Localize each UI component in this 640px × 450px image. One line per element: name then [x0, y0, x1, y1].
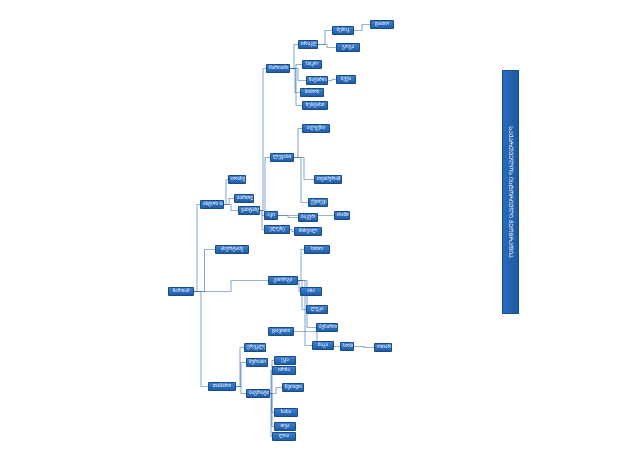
map-node-c28[interactable]: დათო — [370, 20, 394, 29]
map-node-a3[interactable]: ბართლ — [234, 194, 254, 203]
map-node-c26[interactable]: გოგა — [336, 43, 360, 52]
map-node-c18[interactable]: ეკა — [274, 356, 296, 365]
map-node-c21[interactable]: ნანა — [274, 408, 298, 417]
map-node-a5[interactable]: ასურტაძე — [215, 245, 249, 254]
connector-b3-c11 — [278, 215, 298, 218]
map-node-c10[interactable]: თამთა — [334, 211, 350, 220]
map-node-c4[interactable]: ზაქარია — [306, 76, 328, 85]
map-node-a4[interactable]: ვახტანგ — [238, 206, 260, 215]
map-node-c3[interactable]: ნიკო — [302, 60, 322, 69]
map-node-b9[interactable]: ბაგრატი — [246, 389, 270, 398]
map-node-c25[interactable]: ოთარ — [374, 343, 392, 352]
map-node-c16[interactable]: ბესარიონ — [316, 323, 338, 332]
map-node-c13[interactable]: ნინო — [304, 245, 330, 254]
map-node-b5[interactable]: გიორგი — [268, 276, 298, 285]
connector-b9-c20 — [270, 387, 282, 394]
side-title-banner: ᲡᲐᲥᲐᲠᲗᲕᲔᲚᲝᲡ ᲘᲡᲢᲝᲠᲘᲣᲚᲘ ᲒᲔᲝᲒᲠᲐᲤᲘᲐ — [502, 70, 519, 314]
map-node-c9[interactable]: ქეთევანი — [308, 198, 328, 207]
connector-a2-a4 — [224, 204, 238, 211]
connector-b4-c12 — [290, 229, 294, 232]
map-node-c2[interactable]: ბესიკ — [332, 26, 354, 35]
map-node-c14[interactable]: ანა — [300, 287, 322, 296]
map-node-a1[interactable]: იოანე — [228, 175, 246, 184]
map-node-c5[interactable]: სიმონ — [300, 88, 324, 97]
map-node-a6[interactable]: თამარი — [208, 382, 236, 391]
map-node-c1[interactable]: ირაკლი — [298, 40, 318, 49]
connector-a4-b2 — [260, 157, 270, 211]
map-node-c11[interactable]: ბაკურ — [298, 213, 318, 222]
connector-b9-c23 — [270, 393, 272, 437]
map-node-a2[interactable]: ანტონ ბაგრატ — [200, 200, 224, 209]
map-node-b8[interactable]: ზურაბი — [246, 358, 268, 367]
connector-b1-c6 — [290, 68, 302, 106]
map-node-b2[interactable]: ლევანი — [270, 153, 294, 162]
map-node-b4[interactable]: ელენე — [264, 225, 290, 234]
map-node-c22[interactable]: თეა — [274, 422, 296, 431]
connector-b2-c9 — [294, 157, 308, 203]
map-node-b7[interactable]: ერეკლე — [244, 343, 266, 352]
map-node-c23[interactable]: ლია — [272, 432, 296, 441]
connector-b5-c17 — [298, 280, 312, 346]
map-node-c27[interactable]: ბექა — [336, 75, 356, 84]
map-node-c17[interactable]: მაკა — [312, 341, 334, 350]
connector-c2-c28 — [354, 24, 370, 31]
connector-root-b5 — [194, 280, 268, 292]
map-node-c7[interactable]: ალექსი — [302, 124, 330, 133]
side-title-text: ᲡᲐᲥᲐᲠᲗᲕᲔᲚᲝᲡ ᲘᲡᲢᲝᲠᲘᲣᲚᲘ ᲒᲔᲝᲒᲠᲐᲤᲘᲐ — [506, 126, 514, 258]
map-node-c20[interactable]: ზვიადი — [282, 383, 304, 392]
map-node-b3[interactable]: აკი — [264, 211, 278, 220]
connector-c1-c26 — [318, 44, 336, 48]
map-node-c12[interactable]: მიხეილ — [294, 227, 322, 236]
map-node-root[interactable]: მარიამ — [168, 287, 194, 296]
map-node-c8[interactable]: თეიმურაზ — [314, 175, 342, 184]
connector-c24-c25 — [354, 346, 374, 348]
map-node-c6[interactable]: ნესტანი — [302, 101, 328, 110]
map-node-b6[interactable]: დავითი — [268, 327, 294, 336]
map-node-c19[interactable]: ირმა — [272, 366, 296, 375]
connector-c4-c27 — [328, 79, 336, 81]
map-node-b1[interactable]: მარიამი — [266, 64, 290, 73]
connector-a4-b4 — [260, 210, 264, 230]
connector-a6-b9 — [236, 386, 246, 394]
map-node-c15[interactable]: ლუკა — [306, 305, 328, 314]
